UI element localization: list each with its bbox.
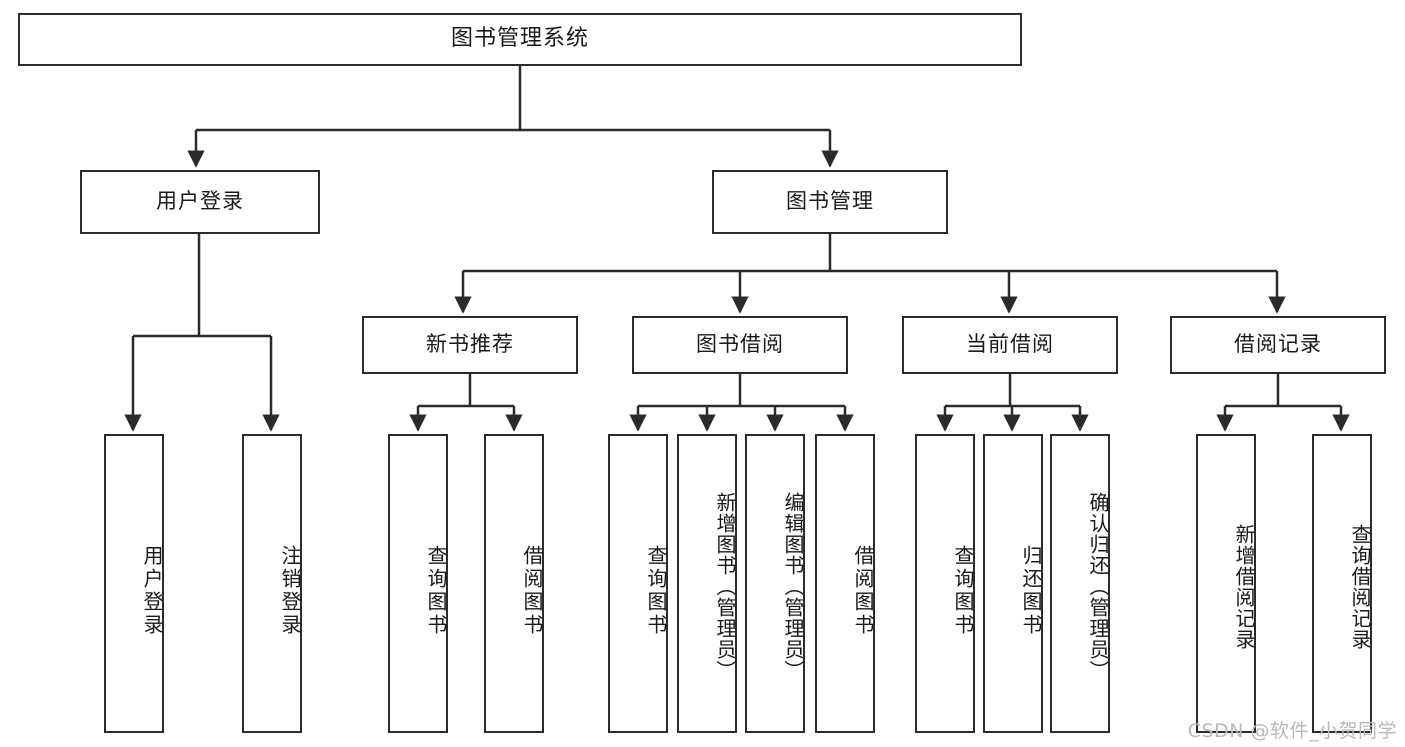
node-label: 确认归还（管理员）: [1086, 492, 1110, 681]
node-label: 新增借阅记录: [1232, 523, 1256, 650]
node-label: 注销登录: [278, 544, 302, 637]
leaf-add-borrow-record[interactable]: 新增借阅记录: [1196, 434, 1256, 733]
node-label: 查询图书: [951, 544, 975, 637]
leaf-logout-login[interactable]: 注销登录: [242, 434, 302, 733]
node-label: 编辑图书（管理员）: [781, 492, 805, 681]
node-user-login[interactable]: 用户登录: [80, 170, 320, 234]
leaf-query-book-recommend[interactable]: 查询图书: [388, 434, 448, 733]
leaf-borrow-book[interactable]: 借阅图书: [815, 434, 875, 733]
node-label: 图书管理: [786, 189, 874, 214]
node-label: 当前借阅: [966, 332, 1054, 357]
node-label: 图书借阅: [696, 332, 784, 357]
node-book-management[interactable]: 图书管理: [712, 170, 948, 234]
node-root-book-management-system[interactable]: 图书管理系统: [18, 13, 1022, 66]
node-label: 归还图书: [1019, 544, 1043, 637]
leaf-add-book-admin[interactable]: 新增图书（管理员）: [677, 434, 737, 733]
leaf-edit-book-admin[interactable]: 编辑图书（管理员）: [745, 434, 805, 733]
node-label: 新书推荐: [426, 332, 514, 357]
node-new-book-recommend[interactable]: 新书推荐: [362, 316, 578, 374]
leaf-borrow-book-recommend[interactable]: 借阅图书: [484, 434, 544, 733]
node-book-borrow[interactable]: 图书借阅: [632, 316, 848, 374]
node-label: 用户登录: [140, 544, 164, 637]
leaf-query-borrow-record[interactable]: 查询借阅记录: [1312, 434, 1372, 733]
leaf-confirm-return-admin[interactable]: 确认归还（管理员）: [1050, 434, 1110, 733]
node-current-borrow[interactable]: 当前借阅: [902, 316, 1118, 374]
leaf-return-book[interactable]: 归还图书: [983, 434, 1043, 733]
node-label: 图书管理系统: [450, 26, 589, 52]
leaf-query-book-borrow[interactable]: 查询图书: [608, 434, 668, 733]
node-label: 查询图书: [424, 544, 448, 637]
node-label: 借阅图书: [520, 544, 544, 637]
leaf-user-login[interactable]: 用户登录: [104, 434, 164, 733]
node-label: 查询借阅记录: [1348, 523, 1372, 650]
node-label: 借阅记录: [1234, 332, 1322, 357]
node-label: 用户登录: [156, 189, 244, 214]
csdn-watermark: CSDN @软件_小贺同学: [1187, 720, 1397, 742]
node-label: 借阅图书: [851, 544, 875, 637]
node-label: 查询图书: [644, 544, 668, 637]
node-borrow-record[interactable]: 借阅记录: [1170, 316, 1386, 374]
leaf-query-book-current[interactable]: 查询图书: [915, 434, 975, 733]
node-label: 新增图书（管理员）: [713, 492, 737, 681]
